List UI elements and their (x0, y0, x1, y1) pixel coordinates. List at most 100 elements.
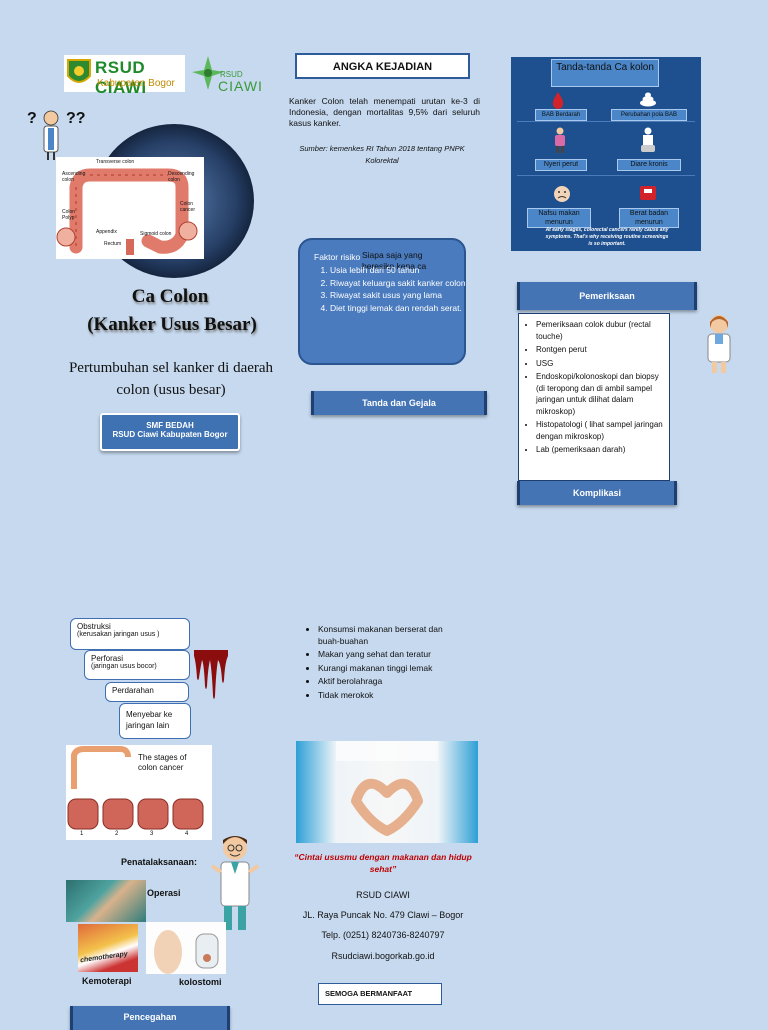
perdarahan-label: Perdarahan (112, 686, 154, 695)
label-colon-cancer: Colon cancer (180, 201, 196, 213)
bogor-emblem-icon (66, 58, 92, 88)
surgery-photo (66, 880, 146, 922)
faktor-item: Riwayat keluarga sakit kanker colon (330, 277, 468, 290)
weight-scale-icon (639, 185, 657, 206)
contact-address: JL. Raya Puncak No. 479 Clawi – Bogor (302, 910, 464, 920)
komplikasi-heading: Komplikasi (572, 488, 621, 498)
closing-label: SEMOGA BERMANFAAT (325, 989, 413, 998)
kolostomi-label: kolostomi (179, 977, 222, 987)
rsud-logo-title: RSUD CIAWI (95, 58, 147, 97)
ciawi-logo-small: RSUD (220, 70, 243, 79)
perforasi-title: Perforasi (91, 654, 124, 663)
angka-source: Sumber: kemenkes RI Tahun 2018 tentang P… (299, 144, 465, 165)
chemotherapy-photo: chemotherapy (78, 924, 138, 972)
pemeriksaan-item: Pemeriksaan colok dubur (rectal touche) (536, 319, 666, 342)
stool-icon (639, 91, 657, 112)
chemo-photo-label: chemotherapy (79, 950, 129, 965)
faktor-item: Diet tinggi lemak dan rendah serat. (330, 302, 468, 315)
stages-of-colon-cancer-image: The stages of colon cancer 1 2 3 4 (66, 745, 212, 840)
pemeriksaan-item: USG (536, 358, 666, 370)
title-line-1: Ca Colon (131, 286, 209, 307)
stages-title: The stages of colon cancer (138, 753, 187, 772)
signs-title-box: Tanda-tanda Ca kolon (551, 59, 659, 87)
stage-number: 2 (115, 831, 119, 837)
faktor-label-over: Siapa saja yang beresiko kena ca (362, 250, 427, 271)
pencegahan-item: Konsumsi makanan berserat dan buah-buaha… (318, 624, 464, 647)
angka-heading-box: ANGKA KEJADIAN (295, 53, 470, 79)
tanda-gejala-label: Tanda dan Gejala (362, 398, 436, 408)
contact-web: Rsudciawi.bogorkab.go.id (331, 951, 435, 961)
faktor-item: Riwayat sakit usus yang lama (330, 289, 468, 302)
rsud-logo: RSUD CIAWI Kabupaten Bogor (64, 55, 185, 97)
pencegahan-item: Aktif berolahraga (318, 676, 464, 688)
pemeriksaan-item: Endoskopi/kolonoskopi dan biopsy (di ter… (536, 371, 666, 417)
contact-name: RSUD CIAWI (356, 890, 410, 900)
quote: “Cintai ususmu dengan makanan dan hidup … (294, 852, 472, 874)
label-sigmoid: Sigmoid colon (140, 231, 172, 237)
pencegahan-list-box: Konsumsi makanan berserat dan buah-buaha… (304, 624, 464, 703)
kemoterapi-label: Kemoterapi (82, 976, 132, 986)
sign-label: BAB Berdarah (535, 109, 587, 121)
perforasi-sub: (jaringan usus bocor) (91, 663, 157, 670)
tanda-gejala-banner: Tanda dan Gejala (311, 391, 487, 415)
faktor-label-under: Faktor risiko (314, 252, 361, 262)
label-appendix: Appendix (96, 229, 117, 235)
appetite-face-icon (551, 185, 573, 208)
angka-heading: ANGKA KEJADIAN (332, 61, 433, 73)
blood-drip-icon (194, 650, 228, 711)
faktor-item: Usia lebih dari 50 tahun (330, 264, 468, 277)
sign-label: Nafsu makan menurun (527, 208, 591, 228)
label-polyp: Colon Polyp (62, 209, 76, 221)
sign-label: Nyeri perut (535, 159, 587, 171)
faktor-risiko-box: Faktor risiko Siapa saja yang beresiko k… (298, 238, 466, 365)
stage-number: 1 (80, 831, 84, 837)
female-doctor-icon (702, 312, 736, 379)
obstruksi-title: Obstruksi (77, 622, 111, 631)
faktor-list: Usia lebih dari 50 tahun Riwayat keluarg… (314, 264, 468, 314)
signs-footer: At early stages, colorectal cancers rare… (545, 227, 669, 247)
smf-line-1: SMF BEDAH (146, 421, 194, 430)
heart-hands-photo (296, 741, 478, 843)
sign-label: Perubahan pola BAB (611, 109, 687, 121)
label-ascending: Ascending colon (62, 171, 86, 183)
thinking-doctor-icon (36, 108, 66, 165)
pemeriksaan-list: Pemeriksaan colok dubur (rectal touche) … (522, 319, 666, 456)
pencegahan-item: Tidak merokok (318, 690, 464, 702)
smf-line-2: RSUD Ciawi Kabupaten Bogor (112, 430, 228, 439)
signs-title: Tanda-tanda Ca kolon (556, 62, 654, 73)
stage-number: 3 (150, 831, 154, 837)
perdarahan-box: Perdarahan (105, 682, 189, 702)
ciawi-logo: RSUD CIAWI (188, 52, 264, 96)
label-rectum: Rectum (104, 241, 122, 247)
sign-label: Diare kronis (617, 159, 681, 171)
blood-drop-icon (551, 91, 565, 114)
pemeriksaan-item: Histopatologi ( lihat sampel jaringan de… (536, 419, 666, 442)
angka-text: Kanker Colon telah menempati urutan ke-3… (289, 96, 480, 128)
question-mark-right: ?? (66, 110, 86, 127)
divider-line (517, 175, 695, 176)
pemeriksaan-banner: Pemeriksaan (517, 282, 697, 310)
pemeriksaan-heading: Pemeriksaan (579, 291, 635, 301)
contact-telp: Telp. (0251) 8240736-8240797 (321, 930, 445, 940)
pencegahan-item: Makan yang sehat dan teratur (318, 649, 464, 661)
pemeriksaan-item: Lab (pemeriksaan darah) (536, 444, 666, 456)
question-mark-left: ? (27, 110, 37, 127)
label-descending: Descending colon (168, 171, 195, 183)
stomach-pain-icon (553, 127, 567, 158)
perforasi-box: Perforasi (jaringan usus bocor) (84, 650, 190, 680)
penatalaksanaan-heading: Penatalaksanaan: (121, 857, 198, 867)
smf-box: SMF BEDAH RSUD Ciawi Kabupaten Bogor (100, 413, 240, 451)
leaf-icon (190, 54, 226, 97)
label-transverse: Transverse colon (96, 159, 135, 165)
stage-number: 4 (185, 831, 189, 837)
menyebar-box: Menyebar ke jaringan lain (119, 703, 191, 739)
pencegahan-list: Konsumsi makanan berserat dan buah-buaha… (304, 624, 464, 701)
obstruksi-sub: (kerusakan jaringan usus ) (77, 631, 160, 638)
pemeriksaan-item: Rontgen perut (536, 344, 666, 356)
closing-box: SEMOGA BERMANFAAT (318, 983, 442, 1005)
pencegahan-banner: Pencegahan (70, 1006, 230, 1030)
pencegahan-heading: Pencegahan (123, 1012, 177, 1022)
colon-anatomy-illustration: Transverse colon Ascending colon Descend… (56, 157, 204, 259)
operasi-label: Operasi (147, 888, 181, 898)
rsud-logo-subtitle: Kabupaten Bogor (97, 78, 175, 89)
